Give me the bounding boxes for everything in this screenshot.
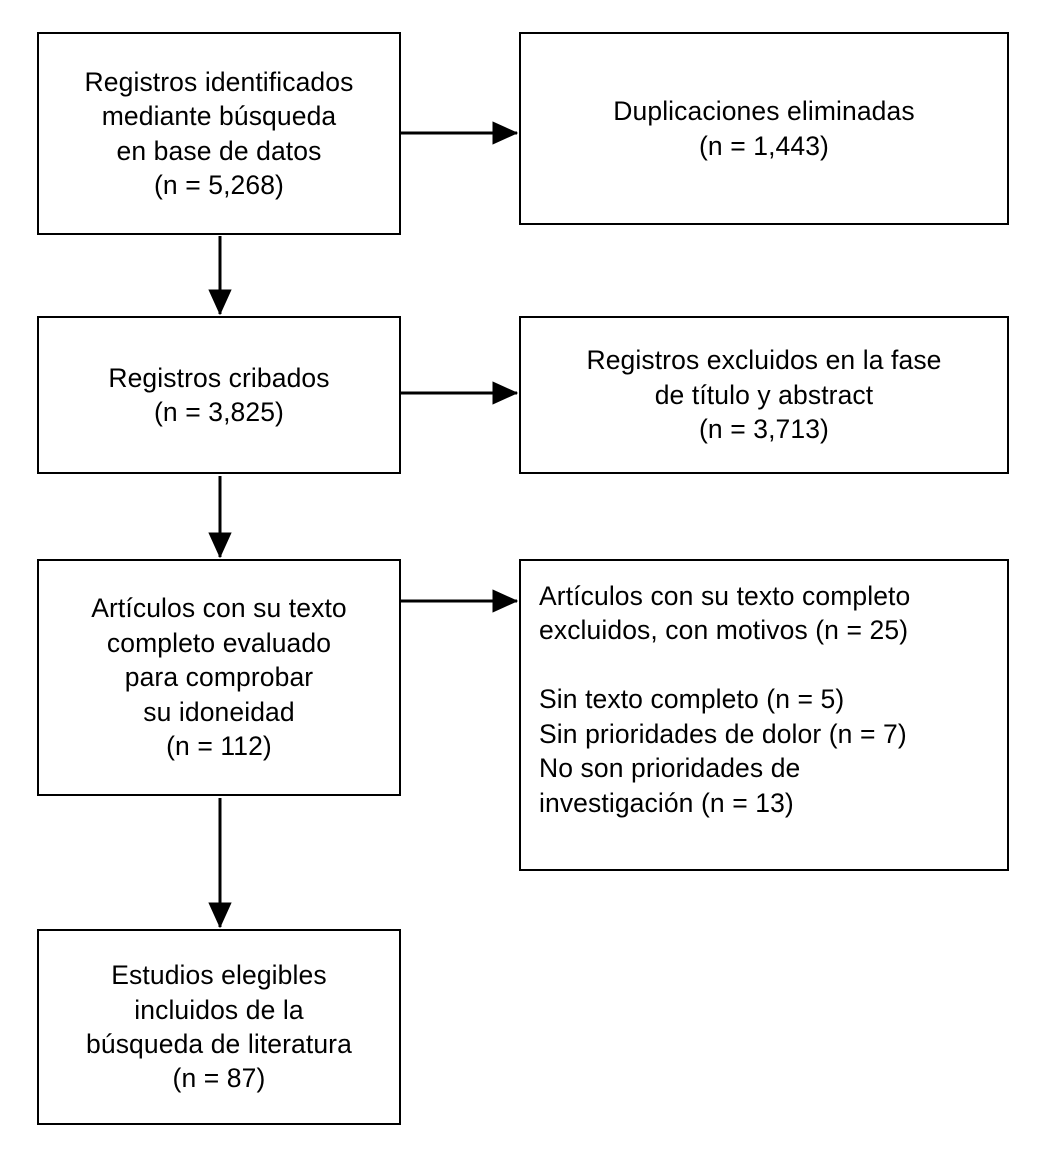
node-records-identified-text: Registros identificados mediante búsqued… xyxy=(84,66,354,200)
node-duplicates-removed-text: Duplicaciones eliminadas (n = 1,443) xyxy=(613,96,915,161)
node-records-identified: Registros identificados mediante búsqued… xyxy=(37,32,401,235)
node-fulltext-assessed: Artículos con su texto completo evaluado… xyxy=(37,559,401,796)
node-fulltext-excluded: Artículos con su texto completo excluido… xyxy=(519,559,1009,871)
node-studies-included: Estudios elegibles incluidos de la búsqu… xyxy=(37,929,401,1125)
node-fulltext-excluded-text: Artículos con su texto completo excluido… xyxy=(539,581,911,818)
node-records-excluded-title-abstract: Registros excluidos en la fase de título… xyxy=(519,316,1009,474)
node-records-screened: Registros cribados (n = 3,825) xyxy=(37,316,401,474)
node-fulltext-assessed-text: Artículos con su texto completo evaluado… xyxy=(91,593,347,762)
node-duplicates-removed: Duplicaciones eliminadas (n = 1,443) xyxy=(519,32,1009,225)
node-records-screened-text: Registros cribados (n = 3,825) xyxy=(108,362,330,427)
node-studies-included-text: Estudios elegibles incluidos de la búsqu… xyxy=(86,960,352,1094)
node-records-excluded-title-abstract-text: Registros excluidos en la fase de título… xyxy=(586,345,942,445)
